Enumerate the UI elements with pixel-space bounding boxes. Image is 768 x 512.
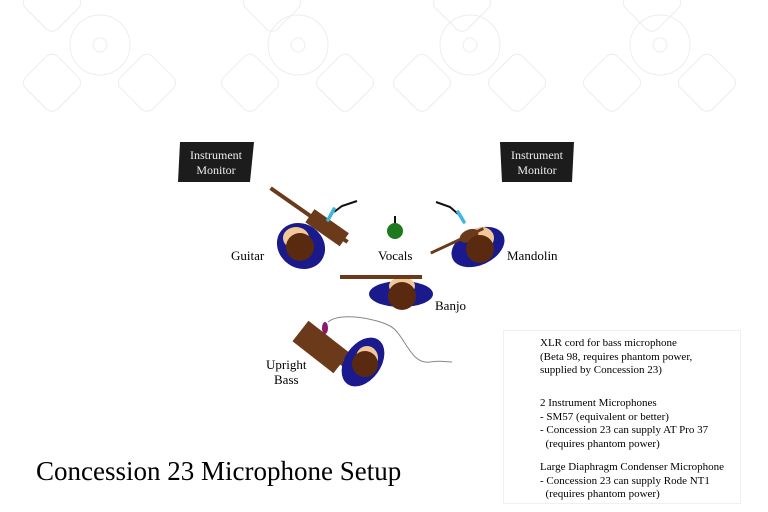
bass-mic-shape (322, 322, 328, 334)
legend-instrument-text: 2 Instrument Microphones - SM57 (equival… (540, 397, 709, 450)
mandolin-mic-stand (435, 201, 459, 215)
legend-box (503, 330, 741, 504)
legend-xlr-text: XLR cord for bass microphone (Beta 98, r… (540, 337, 693, 376)
guitar-label: Guitar (231, 248, 265, 263)
mandolin-label: Mandolin (507, 248, 558, 263)
monitor-right-label: Instrument Monitor (511, 148, 563, 177)
guitar-instrument (269, 186, 349, 247)
banjo-instrument (340, 275, 422, 279)
background-watermark (22, 0, 737, 112)
banjo-player (340, 275, 433, 310)
banjo-player-head (388, 282, 416, 310)
guitar-instrument-mic (326, 207, 336, 222)
page-title: Concession 23 Microphone Setup (36, 456, 402, 486)
bass-label: Upright Bass (266, 357, 307, 387)
mandolin-player-head (466, 235, 494, 263)
mandolin-instrument-mic (456, 210, 466, 224)
guitar-mic-stand (333, 200, 358, 213)
banjo-label: Banjo (435, 298, 467, 313)
monitor-right-shape (500, 142, 574, 182)
guitar-player (269, 186, 358, 270)
legend-condenser-text: Large Diaphragm Condenser Microphone - C… (540, 461, 724, 500)
guitar-player-head (286, 233, 314, 261)
xlr-cord (327, 316, 453, 363)
vocals-label: Vocals (378, 248, 413, 263)
mandolin-player (430, 201, 505, 268)
bass-player (292, 316, 453, 387)
monitor-left-label: Instrument Monitor (190, 148, 242, 177)
bass-player-head (352, 351, 378, 377)
monitor-left-shape (178, 142, 254, 182)
vocals-condenser-mic (387, 216, 403, 239)
